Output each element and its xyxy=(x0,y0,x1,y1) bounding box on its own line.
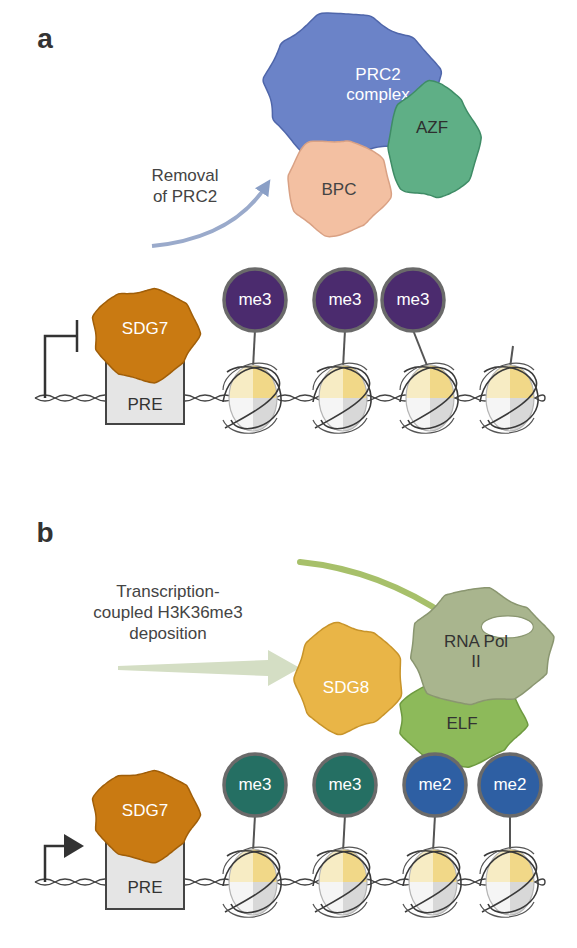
node-label: me3 xyxy=(383,290,443,310)
node-label: RNA Pol II xyxy=(443,632,509,672)
node-label: me3 xyxy=(315,775,375,795)
nucleosome xyxy=(313,363,371,433)
protein-blob: SDG7 xyxy=(88,284,202,384)
methylation-mark: me3 xyxy=(311,266,379,334)
nucleosome xyxy=(313,847,371,917)
nucleosome xyxy=(480,363,538,433)
repression-bar xyxy=(76,320,79,352)
node-label: ELF xyxy=(417,714,507,734)
blob-outline xyxy=(294,622,402,734)
histone-tail xyxy=(433,815,435,852)
protein-blob: SDG7 xyxy=(88,766,202,864)
methylation-mark: me3 xyxy=(221,751,289,819)
annotation: Removal of PRC2 xyxy=(145,165,225,207)
box-outline xyxy=(106,341,184,424)
blob-outline xyxy=(288,141,391,237)
histone-tail xyxy=(509,815,511,852)
circle-outline xyxy=(224,269,286,331)
annotation: Transcription- coupled H3K36me3 depositi… xyxy=(88,581,248,644)
methylation-mark: me3 xyxy=(221,266,289,334)
methylation-mark: me3 xyxy=(379,266,447,334)
node-label: BPC xyxy=(294,180,384,200)
protein-blob-shape xyxy=(383,80,483,204)
methylation-mark: me2 xyxy=(476,751,544,819)
histone-tail xyxy=(343,330,345,368)
circle-outline xyxy=(382,269,444,331)
circle-outline xyxy=(314,269,376,331)
repressed-promoter xyxy=(45,336,76,398)
blob-outline xyxy=(388,80,481,197)
protein-blob: AZF xyxy=(383,80,483,204)
nucleosome xyxy=(400,363,458,433)
transcription-arrow xyxy=(118,650,300,686)
node-label: me3 xyxy=(225,290,285,310)
protein-blob: BPC xyxy=(282,134,394,238)
polymerase-blob: RNA Pol II xyxy=(404,586,556,710)
circle-outline xyxy=(479,754,541,816)
node-label: me2 xyxy=(480,775,540,795)
panel-letter: b xyxy=(25,522,65,543)
methylation-mark: me3 xyxy=(311,751,379,819)
circle-outline xyxy=(404,754,466,816)
node-label: PRE xyxy=(107,878,183,898)
nucleosome xyxy=(480,847,538,917)
node-label: SDG8 xyxy=(301,678,391,698)
nucleosome xyxy=(223,847,281,917)
node-label: SDG7 xyxy=(100,801,190,821)
methylation-mark: me2 xyxy=(401,751,469,819)
node-label: me2 xyxy=(405,775,465,795)
node-label: AZF xyxy=(392,118,472,138)
circle-outline xyxy=(314,754,376,816)
histone-tail xyxy=(343,815,345,852)
blob-outline xyxy=(411,588,554,705)
node-label: me3 xyxy=(225,775,285,795)
nucleosome xyxy=(223,363,281,433)
panel-letter: a xyxy=(25,28,65,49)
histone-tail xyxy=(253,330,255,368)
node-label: PRE xyxy=(107,395,183,415)
box-outline xyxy=(106,819,184,909)
node-label: SDG7 xyxy=(100,319,190,339)
histone-tail xyxy=(253,815,255,852)
circle-outline xyxy=(224,754,286,816)
node-label: me3 xyxy=(315,290,375,310)
rna-strand xyxy=(300,562,450,618)
active-promoter xyxy=(45,846,66,882)
promoter-arrowhead xyxy=(64,834,84,858)
protein-blob: SDG8 xyxy=(290,620,406,736)
histone-tail xyxy=(413,330,428,368)
nucleosome xyxy=(403,847,461,917)
